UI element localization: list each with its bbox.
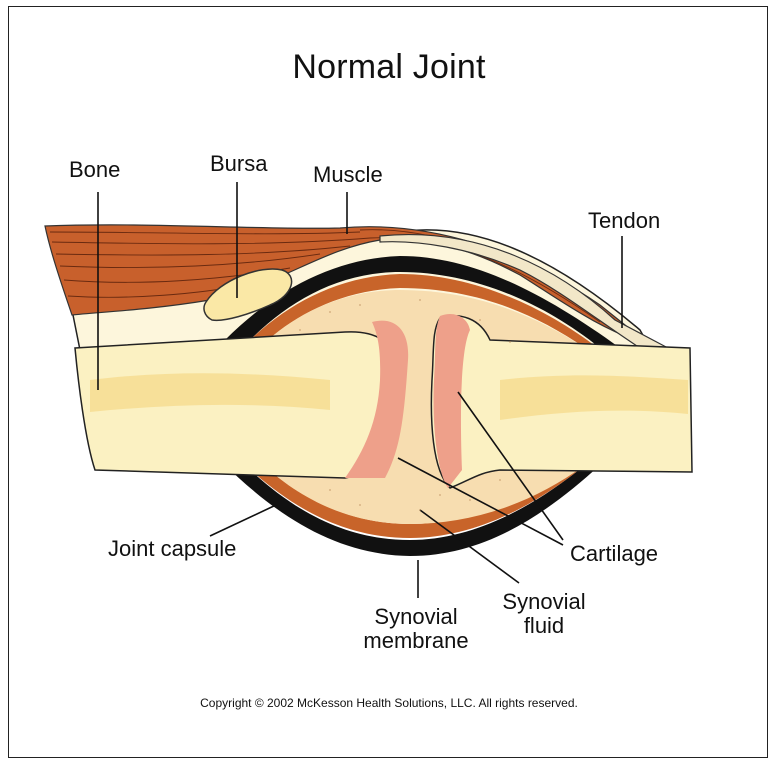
label-synovial-fluid-line1: Synovial xyxy=(492,590,596,614)
label-bursa: Bursa xyxy=(210,152,267,176)
label-synovial-fluid: Synovial fluid xyxy=(492,590,596,638)
label-cartilage: Cartilage xyxy=(570,542,658,566)
copyright-notice: Copyright © 2002 McKesson Health Solutio… xyxy=(0,696,778,710)
label-joint-capsule: Joint capsule xyxy=(108,537,236,561)
joint-capsule-leader-line xyxy=(210,505,276,536)
label-tendon: Tendon xyxy=(588,209,660,233)
label-synovial-membrane: Synovial membrane xyxy=(352,605,480,653)
label-muscle: Muscle xyxy=(313,163,383,187)
label-synovial-membrane-line1: Synovial xyxy=(352,605,480,629)
diagram-title: Normal Joint xyxy=(0,48,778,87)
label-synovial-fluid-line2: fluid xyxy=(492,614,596,638)
label-bone: Bone xyxy=(69,158,120,182)
label-synovial-membrane-line2: membrane xyxy=(352,629,480,653)
